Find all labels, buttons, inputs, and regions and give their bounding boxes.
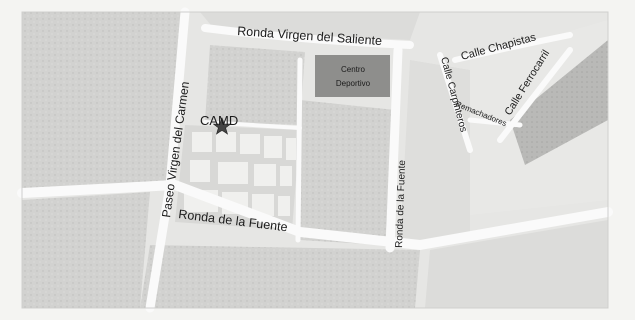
city-block xyxy=(22,12,185,190)
city-block xyxy=(300,100,395,245)
star-icon xyxy=(212,117,232,135)
city-block xyxy=(400,60,470,245)
city-block xyxy=(205,45,305,125)
city-block xyxy=(200,12,420,40)
map-frame xyxy=(21,11,609,309)
street-label-ronda-fuente-vertical: Ronda de la Fuente xyxy=(394,159,408,248)
city-block xyxy=(510,40,608,165)
sports-center-building[interactable] xyxy=(315,55,390,97)
camd-marker-label: CAMD xyxy=(200,113,238,128)
city-block xyxy=(22,192,150,308)
city-block xyxy=(425,220,608,308)
roads xyxy=(17,7,613,313)
city-block xyxy=(140,245,420,308)
map-area xyxy=(17,7,613,313)
sports-center-label-line1: Centro xyxy=(341,65,366,74)
sports-center-label-line2: Deportivo xyxy=(336,79,371,88)
camd-marker[interactable]: CAMD xyxy=(200,113,238,135)
